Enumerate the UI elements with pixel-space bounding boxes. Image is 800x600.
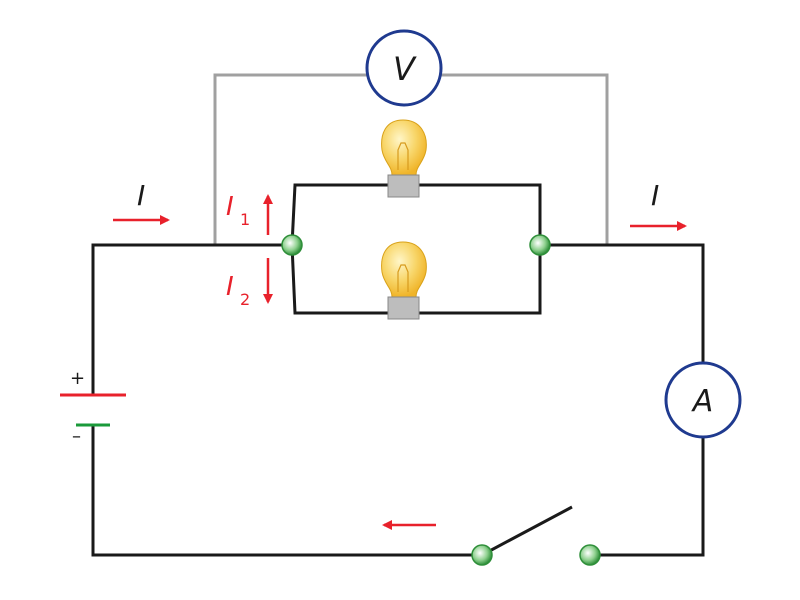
voltmeter: V xyxy=(365,29,443,107)
current-label-branch-2-sub: 2 xyxy=(240,290,250,309)
main-wires xyxy=(91,183,705,557)
light-bulb-icon xyxy=(381,119,427,198)
switch-lever xyxy=(481,505,573,557)
switch-contact-right xyxy=(579,544,601,566)
voltmeter-wire xyxy=(213,73,368,245)
battery-icon xyxy=(60,393,126,427)
current-label-branch-2: I xyxy=(226,272,234,302)
light-bulb-icon xyxy=(381,241,427,320)
ammeter-label: A xyxy=(691,384,714,419)
current-label-main-right: I xyxy=(651,179,659,212)
junction-node-left xyxy=(281,234,303,256)
current-label-branch-1-sub: 1 xyxy=(240,210,250,229)
voltmeter-label: V xyxy=(393,50,417,88)
current-label-main-left: I xyxy=(137,179,145,212)
switch-contact-left xyxy=(471,544,493,566)
voltmeter-wire xyxy=(440,73,609,245)
battery-minus-label: – xyxy=(72,426,81,447)
junction-node-right xyxy=(529,234,551,256)
ammeter: A xyxy=(664,361,742,439)
current-label-branch-1: I xyxy=(226,192,234,222)
battery-plus-label: + xyxy=(70,368,85,389)
